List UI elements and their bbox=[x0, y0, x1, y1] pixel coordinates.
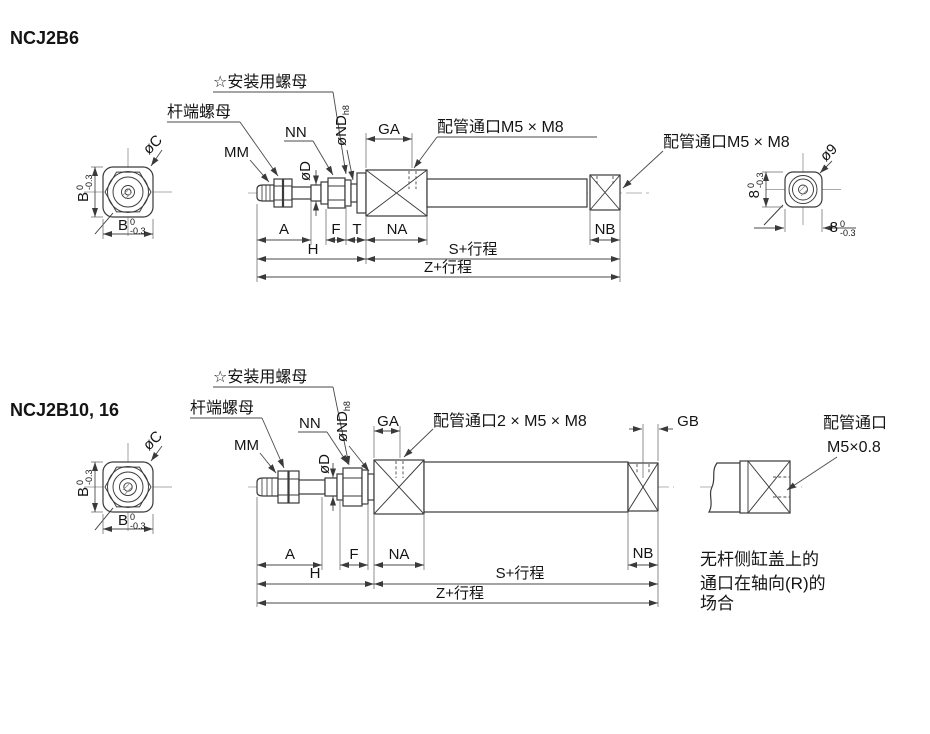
svg-text:-0.3: -0.3 bbox=[130, 521, 146, 531]
ncj2b10-mm-label: MM bbox=[234, 437, 259, 454]
ncj2b10-axial-port-note: 无杆侧缸盖上的 通口在轴向(R)的 场合 bbox=[700, 549, 826, 613]
svg-text:-0.3: -0.3 bbox=[84, 469, 94, 485]
ncj2b10-a-label: A bbox=[285, 546, 295, 563]
ncj2b10-axial-port-detail: 配管通口 M5×0.8 bbox=[700, 414, 887, 514]
ncj2b6-od-label: øD bbox=[297, 161, 314, 181]
ncj2b6-8-height-label: 8 bbox=[746, 190, 763, 198]
ncj2b10-z-stroke-label: Z+行程 bbox=[436, 585, 484, 602]
ncj2b10-nn-label: NN bbox=[299, 415, 321, 432]
ncj2b10-b-width-label: B bbox=[118, 512, 128, 529]
ncj2b6-rear-view: ø9 8 0 -0.3 8 0 -0.3 bbox=[746, 141, 856, 238]
svg-text:-0.3: -0.3 bbox=[84, 174, 94, 190]
ncj2b6-rear-port-callout: 配管通口M5 × M8 bbox=[622, 133, 790, 189]
ncj2b10-rear-port-label-1: 配管通口 bbox=[823, 414, 887, 432]
ncj2b6-h-label: H bbox=[308, 241, 319, 258]
ncj2b6-ga-label: GA bbox=[378, 121, 400, 138]
ncj2b10-f-label: F bbox=[349, 546, 358, 563]
ncj2b10-rod-nut-label: 杆端螺母 bbox=[190, 399, 254, 417]
ncj2b10-b-width-dim: B 0 -0.3 bbox=[102, 512, 154, 534]
ncj2b6-mount-nut-label: ☆安装用螺母 bbox=[213, 73, 307, 91]
ncj2b6-rod-nut-callout: 杆端螺母 bbox=[167, 103, 279, 177]
svg-text:0: 0 bbox=[130, 512, 135, 522]
note-line-2: 通口在轴向(R)的 bbox=[700, 574, 826, 593]
ncj2b10-ond-label: øNDh8 bbox=[334, 401, 352, 442]
ncj2b6-head-port-label: 配管通口M5 × M8 bbox=[437, 118, 564, 136]
note-line-3: 场合 bbox=[700, 594, 734, 613]
ncj2b10-gb-label: GB bbox=[677, 413, 699, 430]
ncj2b6-od-callout: øD bbox=[297, 161, 319, 216]
ncj2b6-ga-dim: GA bbox=[365, 121, 413, 168]
ncj2b10-na-label: NA bbox=[389, 546, 410, 563]
ncj2b10-head-port-callout: 配管通口2 × M5 × M8 bbox=[403, 412, 587, 458]
ncj2b6-t-label: T bbox=[352, 221, 361, 238]
svg-text:0: 0 bbox=[75, 480, 85, 485]
ncj2b6-ond-label: øNDh8 bbox=[333, 105, 351, 146]
ncj2b10-side-view bbox=[248, 459, 674, 515]
ncj2b10-nn-callout: NN bbox=[298, 415, 349, 465]
ncj2b6-f-label: F bbox=[331, 221, 340, 238]
ncj2b6-side-view bbox=[248, 169, 650, 217]
svg-text:0: 0 bbox=[75, 185, 85, 190]
ncj2b6-mount-nut-callout: ☆安装用螺母 bbox=[213, 73, 348, 175]
svg-text:0: 0 bbox=[840, 219, 845, 229]
ncj2b6-ond-callout: øNDh8 bbox=[333, 105, 355, 181]
ncj2b6-s-stroke-label: S+行程 bbox=[449, 241, 498, 258]
svg-text:0: 0 bbox=[746, 183, 756, 188]
ncj2b6-title: NCJ2B6 bbox=[10, 28, 79, 48]
drawing-ncj2b10-16: NCJ2B10, 16 øC B 0 -0.3 bbox=[10, 368, 887, 613]
ncj2b10-head-port-label: 配管通口2 × M5 × M8 bbox=[433, 412, 587, 430]
ncj2b6-z-stroke-label: Z+行程 bbox=[424, 259, 472, 276]
ncj2b6-o9-label: ø9 bbox=[817, 141, 841, 165]
ncj2b6-8-width-label: 8 bbox=[830, 219, 838, 236]
ncj2b6-nn-label: NN bbox=[285, 124, 307, 141]
ncj2b6-mm-callout: MM bbox=[224, 144, 270, 183]
ncj2b6-dimension-rows: A F T NA NB H S+行程 Z+行程 bbox=[256, 202, 621, 282]
ncj2b6-nn-callout: NN bbox=[284, 124, 334, 176]
ncj2b10-ga-label: GA bbox=[377, 413, 399, 430]
ncj2b6-oc-callout: øC bbox=[140, 132, 166, 167]
ncj2b6-b-height-dim: B 0 -0.3 bbox=[75, 166, 103, 218]
ncj2b6-na-label: NA bbox=[387, 221, 408, 238]
ncj2b6-oc-label: øC bbox=[140, 132, 166, 158]
ncj2b6-rear-port-label: 配管通口M5 × M8 bbox=[663, 133, 790, 151]
ncj2b6-a-label: A bbox=[279, 221, 289, 238]
ncj2b10-od-callout: øD bbox=[316, 454, 336, 511]
ncj2b10-b-height-label: B bbox=[75, 487, 92, 497]
svg-text:-0.3: -0.3 bbox=[840, 228, 856, 238]
ncj2b6-mm-label: MM bbox=[224, 144, 249, 161]
ncj2b10-b-height-dim: B 0 -0.3 bbox=[75, 461, 103, 513]
ncj2b10-h-label: H bbox=[310, 565, 321, 582]
ncj2b6-nb-label: NB bbox=[595, 221, 616, 238]
ncj2b10-mm-callout: MM bbox=[234, 437, 277, 474]
ncj2b10-mount-nut-callout: ☆安装用螺母 bbox=[213, 368, 351, 466]
ncj2b10-oc-label: øC bbox=[140, 428, 166, 454]
ncj2b6-front-view bbox=[84, 148, 172, 236]
svg-text:-0.3: -0.3 bbox=[755, 172, 765, 188]
ncj2b10-mount-nut-label: ☆安装用螺母 bbox=[213, 368, 307, 386]
note-line-1: 无杆侧缸盖上的 bbox=[700, 549, 819, 569]
ncj2b10-ga-dim: GA bbox=[373, 413, 401, 458]
svg-text:-0.3: -0.3 bbox=[130, 226, 146, 236]
ncj2b6-b-width-dim: B 0 -0.3 bbox=[102, 217, 154, 239]
ncj2b10-nb-label: NB bbox=[633, 545, 654, 562]
ncj2b10-oc-callout: øC bbox=[140, 428, 166, 462]
ncj2b10-title: NCJ2B10, 16 bbox=[10, 400, 119, 420]
svg-text:0: 0 bbox=[130, 217, 135, 227]
ncj2b10-rear-port-label-2: M5×0.8 bbox=[827, 439, 881, 456]
ncj2b10-ond-callout: øNDh8 bbox=[334, 401, 370, 472]
ncj2b6-rod-nut-label: 杆端螺母 bbox=[167, 103, 231, 121]
ncj2b6-b-height-label: B bbox=[75, 192, 92, 202]
ncj2b6-b-width-label: B bbox=[118, 217, 128, 234]
ncj2b10-s-stroke-label: S+行程 bbox=[496, 565, 545, 582]
ncj2b6-head-port-callout: 配管通口M5 × M8 bbox=[413, 118, 597, 169]
ncj2b10-dimension-rows: A F NA NB H S+行程 Z+行程 bbox=[256, 497, 659, 607]
ncj2b10-rod-nut-callout: 杆端螺母 bbox=[190, 399, 285, 469]
ncj2b10-gb-dim: GB bbox=[629, 413, 699, 478]
ncj2b10-front-view bbox=[84, 443, 172, 531]
ncj2b10-od-label: øD bbox=[316, 454, 333, 474]
drawing-ncj2b6: NCJ2B6 øC B 0 -0.3 bbox=[10, 28, 856, 282]
